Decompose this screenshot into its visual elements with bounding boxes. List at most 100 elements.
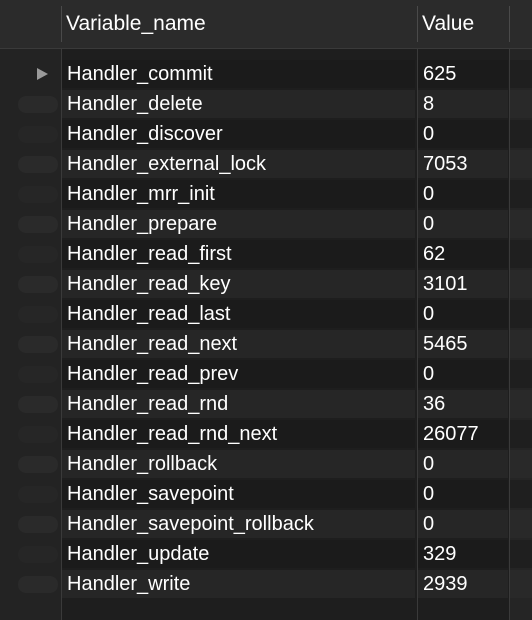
variable-name-cell[interactable]: Handler_commit xyxy=(62,60,415,88)
row-selector[interactable] xyxy=(18,396,58,413)
row-selector[interactable] xyxy=(18,366,58,383)
grid-line xyxy=(509,49,510,620)
row-selector[interactable] xyxy=(18,246,58,263)
empty-cell xyxy=(510,360,532,388)
grid-header: Variable_name Value xyxy=(0,0,532,49)
grid-line xyxy=(61,49,62,620)
empty-cell xyxy=(510,180,532,208)
row-selector[interactable] xyxy=(18,306,58,323)
empty-cell xyxy=(510,390,532,418)
empty-cell xyxy=(510,420,532,448)
column-resize-handle[interactable] xyxy=(417,6,418,42)
variable-name-cell[interactable]: Handler_mrr_init xyxy=(62,180,415,208)
empty-cell xyxy=(510,270,532,298)
value-cell[interactable]: 0 xyxy=(418,210,508,238)
empty-cell xyxy=(510,120,532,148)
variable-name-cell[interactable]: Handler_read_rnd_next xyxy=(62,420,415,448)
variable-name-cell[interactable]: Handler_savepoint xyxy=(62,480,415,508)
empty-cell xyxy=(510,210,532,238)
value-cell[interactable]: 0 xyxy=(418,120,508,148)
row-selector[interactable] xyxy=(18,426,58,443)
empty-cell xyxy=(510,150,532,178)
row-pointer-icon xyxy=(37,68,48,80)
row-selector[interactable] xyxy=(18,126,58,143)
empty-cell xyxy=(510,300,532,328)
row-selector[interactable] xyxy=(18,546,58,563)
value-cell[interactable]: 8 xyxy=(418,90,508,118)
row-selector[interactable] xyxy=(18,276,58,293)
value-cell[interactable]: 5465 xyxy=(418,330,508,358)
value-cell[interactable]: 329 xyxy=(418,540,508,568)
row-selector[interactable] xyxy=(18,186,58,203)
variable-name-cell[interactable]: Handler_read_key xyxy=(62,270,415,298)
row-selector[interactable] xyxy=(18,156,58,173)
empty-cell xyxy=(510,240,532,268)
column-header-variable-name[interactable]: Variable_name xyxy=(66,12,206,35)
value-cell[interactable]: 0 xyxy=(418,180,508,208)
value-cell[interactable]: 0 xyxy=(418,510,508,538)
variable-name-cell[interactable]: Handler_write xyxy=(62,570,415,598)
row-selector[interactable] xyxy=(18,96,58,113)
value-cell[interactable]: 0 xyxy=(418,450,508,478)
empty-cell xyxy=(510,330,532,358)
variable-name-cell[interactable]: Handler_discover xyxy=(62,120,415,148)
row-selector[interactable] xyxy=(18,456,58,473)
column-header-value[interactable]: Value xyxy=(422,12,475,35)
empty-cell xyxy=(510,60,532,88)
empty-cell xyxy=(510,510,532,538)
value-cell[interactable]: 62 xyxy=(418,240,508,268)
empty-cell xyxy=(510,90,532,118)
empty-cell xyxy=(510,570,532,598)
row-selector[interactable] xyxy=(18,216,58,233)
value-cell[interactable]: 0 xyxy=(418,300,508,328)
value-cell[interactable]: 26077 xyxy=(418,420,508,448)
variable-name-cell[interactable]: Handler_read_next xyxy=(62,330,415,358)
row-selector[interactable] xyxy=(18,336,58,353)
column-resize-handle[interactable] xyxy=(509,6,510,42)
variable-name-cell[interactable]: Handler_read_rnd xyxy=(62,390,415,418)
variable-name-cell[interactable]: Handler_update xyxy=(62,540,415,568)
value-cell[interactable]: 7053 xyxy=(418,150,508,178)
column-separator xyxy=(61,6,62,42)
row-selector[interactable] xyxy=(18,486,58,503)
variable-name-cell[interactable]: Handler_rollback xyxy=(62,450,415,478)
value-cell[interactable]: 36 xyxy=(418,390,508,418)
variable-name-cell[interactable]: Handler_prepare xyxy=(62,210,415,238)
value-cell[interactable]: 2939 xyxy=(418,570,508,598)
variable-name-cell[interactable]: Handler_read_last xyxy=(62,300,415,328)
variable-name-cell[interactable]: Handler_read_first xyxy=(62,240,415,268)
value-cell[interactable]: 625 xyxy=(418,60,508,88)
empty-cell xyxy=(510,450,532,478)
value-cell[interactable]: 0 xyxy=(418,480,508,508)
empty-cell xyxy=(510,480,532,508)
variable-name-cell[interactable]: Handler_delete xyxy=(62,90,415,118)
row-selector[interactable] xyxy=(18,516,58,533)
row-selector[interactable] xyxy=(18,576,58,593)
variable-name-cell[interactable]: Handler_savepoint_rollback xyxy=(62,510,415,538)
variable-name-cell[interactable]: Handler_read_prev xyxy=(62,360,415,388)
value-cell[interactable]: 0 xyxy=(418,360,508,388)
empty-cell xyxy=(510,540,532,568)
variable-name-cell[interactable]: Handler_external_lock xyxy=(62,150,415,178)
value-cell[interactable]: 3101 xyxy=(418,270,508,298)
